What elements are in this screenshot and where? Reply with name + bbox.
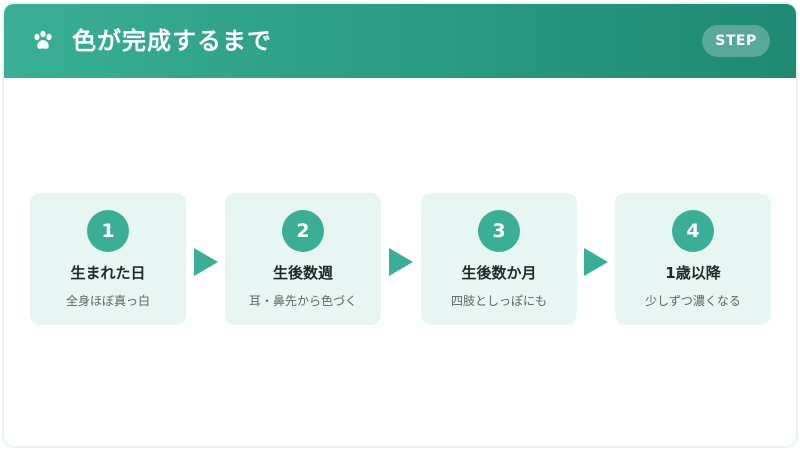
step-card-1: 1 生まれた日 全身ほぼ真っ白 — [30, 193, 186, 325]
step-description: 全身ほぼ真っ白 — [65, 294, 150, 308]
page-title: 色が完成するまで — [72, 27, 272, 55]
step-number-badge: 1 — [87, 210, 129, 252]
step-card-4: 4 1歳以降 少しずつ濃くなる — [615, 193, 771, 325]
arrow-right-icon — [389, 248, 413, 276]
step-card-3: 3 生後数か月 四肢としっぽにも — [421, 193, 577, 325]
step-number-badge: 2 — [282, 210, 324, 252]
step-card-2: 2 生後数週 耳・鼻先から色づく — [225, 193, 381, 325]
step-title: 1歳以降 — [665, 264, 721, 282]
step-description: 耳・鼻先から色づく — [248, 294, 357, 308]
step-number-badge: 3 — [478, 210, 520, 252]
paw-icon — [34, 30, 52, 49]
arrow-right-icon — [584, 248, 608, 276]
step-badge: STEP — [702, 25, 770, 57]
header-bar: 色が完成するまで STEP — [4, 4, 796, 78]
step-title: 生まれた日 — [70, 264, 146, 282]
step-title: 生後数週 — [272, 264, 333, 282]
arrow-right-icon — [194, 248, 218, 276]
step-description: 少しずつ濃くなる — [645, 294, 741, 308]
step-title: 生後数か月 — [461, 264, 537, 282]
step-number-badge: 4 — [672, 210, 714, 252]
step-description: 四肢としっぽにも — [450, 294, 547, 308]
